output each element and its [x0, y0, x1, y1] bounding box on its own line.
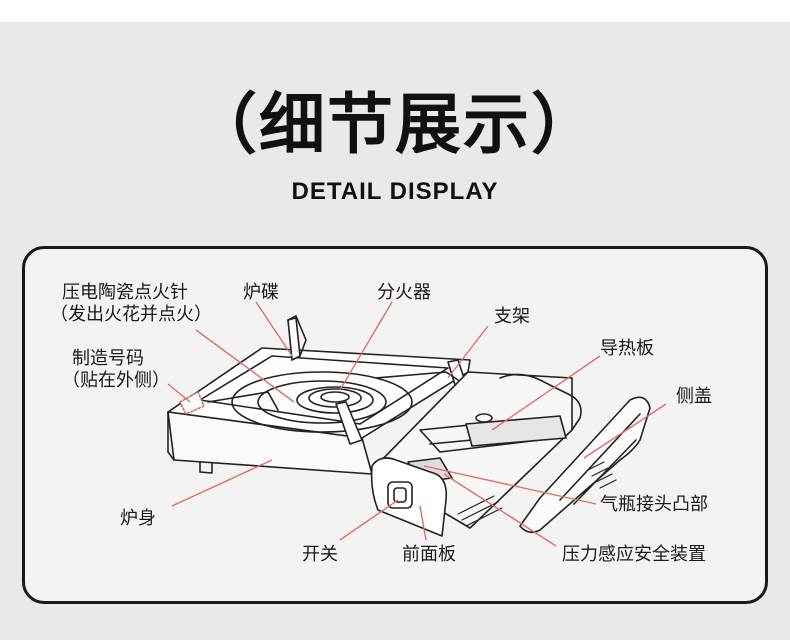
label-body: 炉身: [120, 508, 156, 529]
support-front: [335, 401, 363, 445]
label-igniter-line2: （发出火花并点火）: [50, 304, 212, 325]
label-stove-plate: 炉碟: [243, 282, 279, 303]
top-strip: [0, 0, 790, 22]
page-title: （细节展示）: [191, 86, 599, 163]
label-burner: 分火器: [377, 282, 431, 303]
label-pressure-safety: 压力感应安全装置: [562, 544, 706, 565]
label-side-cover: 侧盖: [676, 386, 712, 407]
burner-head: [296, 386, 374, 414]
label-support: 支架: [494, 306, 530, 327]
side-cover: [499, 373, 582, 431]
label-connector: 气瓶接头凸部: [600, 494, 708, 515]
label-heat-plate: 导热板: [600, 338, 654, 359]
label-igniter-line1: 压电陶瓷点火针: [62, 282, 188, 303]
leader-lines: [167, 301, 667, 547]
label-switch: 开关: [302, 544, 338, 565]
serial-badge: [179, 391, 205, 415]
label-serial-line2: （贴在外侧）: [62, 370, 170, 391]
label-serial-line1: 制造号码: [72, 348, 144, 369]
label-front-panel: 前面板: [402, 544, 456, 565]
plate-ring: [231, 371, 413, 433]
heat-plate: [465, 415, 567, 447]
stove-illustration: [167, 315, 651, 537]
page-subtitle: DETAIL DISPLAY: [291, 178, 499, 205]
support-left-front: [207, 391, 279, 411]
